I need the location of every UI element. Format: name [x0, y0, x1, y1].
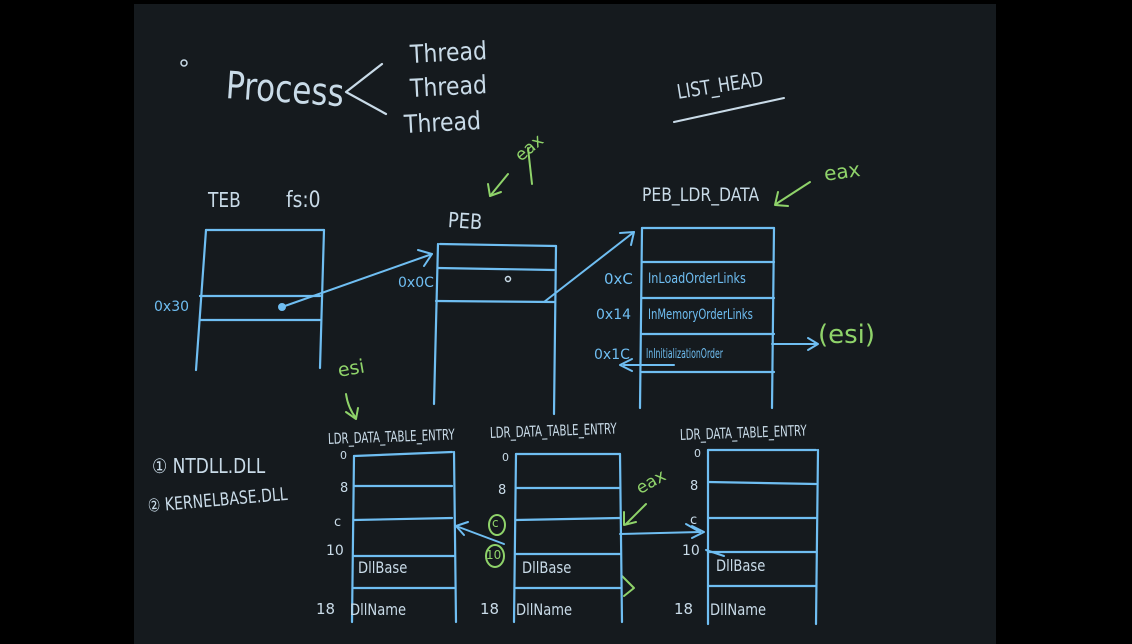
entry-1-offset-0: 0	[340, 449, 347, 462]
peb-title: PEB	[447, 208, 484, 235]
peb-to-ldr-arrow	[543, 231, 635, 303]
ldr-row-inload: InLoadOrderLinks	[648, 271, 746, 287]
teb-fs-label: fs:0	[286, 188, 321, 213]
entry-1-offset-c: c	[334, 515, 342, 530]
thread-label-3: Thread	[403, 105, 482, 139]
offset-c-circle	[488, 514, 506, 536]
entry-1-dllname: DllName	[350, 600, 407, 619]
entry3-in-link	[685, 523, 725, 557]
esi-note: (esi)	[818, 320, 876, 350]
thread-label-1: Thread	[409, 35, 488, 69]
teb-box	[194, 228, 326, 372]
entry-3-title: LDR_DATA_TABLE_ENTRY	[679, 421, 807, 444]
process-label: Process	[224, 63, 346, 116]
esi-down-arrow	[345, 393, 359, 420]
ldr-eax-arrow	[774, 181, 811, 207]
entry2-to-entry1-link	[455, 521, 505, 545]
ldr-eax-label: eax	[822, 157, 862, 186]
teb-offset-0x30: 0x30	[154, 299, 190, 315]
offset-10-circle	[485, 544, 505, 568]
entry-3-offset-c: c	[690, 513, 698, 528]
ldr-title: PEB_LDR_DATA	[642, 184, 760, 206]
whiteboard: Process Thread Thread Thread LIST_HEAD T…	[134, 4, 996, 644]
entry-2-offset-8: 8	[498, 483, 507, 498]
entry-3-offset-0: 0	[694, 447, 701, 460]
entry-2-title: LDR_DATA_TABLE_ENTRY	[489, 419, 617, 442]
ldr-offset-0x1c: 0x1C	[594, 347, 630, 363]
back-link-arrow	[619, 358, 675, 372]
diagram-drawing	[180, 59, 820, 626]
peb-offset-0x0c: 0x0C	[398, 275, 434, 291]
entry2-to-entry3-link	[619, 525, 705, 539]
entry-3-dllname: DllName	[710, 600, 767, 619]
entry-box-2	[512, 452, 624, 624]
bullet-mark	[180, 59, 188, 67]
entry-3-dllbase: DllBase	[716, 556, 766, 575]
teb-to-peb-arrow	[278, 249, 433, 311]
entry-3-offset-8: 8	[690, 479, 699, 494]
entry-1-offset-10: 10	[326, 543, 344, 559]
module-ntdll: ① NTDLL.DLL	[152, 454, 266, 478]
ldr-row-inmemory: InMemoryOrderLinks	[648, 307, 753, 323]
entry-2-offset-18: 18	[480, 600, 500, 618]
peb-pointer-dot	[504, 275, 512, 283]
entry-2-offset-10: 10	[486, 548, 502, 562]
entry-2-offset-0: 0	[502, 451, 509, 464]
list-head-underline	[673, 97, 785, 123]
entry-1-title: LDR_DATA_TABLE_ENTRY	[327, 425, 455, 448]
entry-3-offset-18: 18	[674, 600, 694, 618]
entry-1-offset-8: 8	[340, 481, 349, 496]
thread-label-2: Thread	[409, 69, 488, 103]
entry-eax-arrow	[623, 503, 647, 526]
entry-2-dllname: DllName	[516, 600, 573, 619]
entry-1-offset-18: 18	[316, 600, 336, 618]
entry-box-1	[350, 450, 458, 624]
entry-flow-arrow	[621, 575, 635, 597]
peb-ldr-data-box	[638, 226, 776, 410]
esi-label: esi	[336, 355, 367, 382]
peb-box	[432, 242, 558, 416]
entry-3-offset-10: 10	[682, 543, 700, 559]
teb-title: TEB	[208, 188, 241, 212]
peb-eax-arrow	[487, 147, 533, 197]
process-fan-arrow	[344, 62, 388, 116]
ldr-row-ininit: InInitializationOrder	[646, 347, 723, 362]
entry-2-dllbase: DllBase	[522, 558, 572, 577]
entry-2-offset-c: c	[492, 516, 499, 530]
entry-1-dllbase: DllBase	[358, 558, 408, 577]
ldr-offset-0xc: 0xC	[604, 270, 633, 288]
esi-out-arrow	[771, 337, 819, 351]
ldr-offset-0x14: 0x14	[596, 307, 632, 323]
entry-box-3	[706, 448, 820, 626]
